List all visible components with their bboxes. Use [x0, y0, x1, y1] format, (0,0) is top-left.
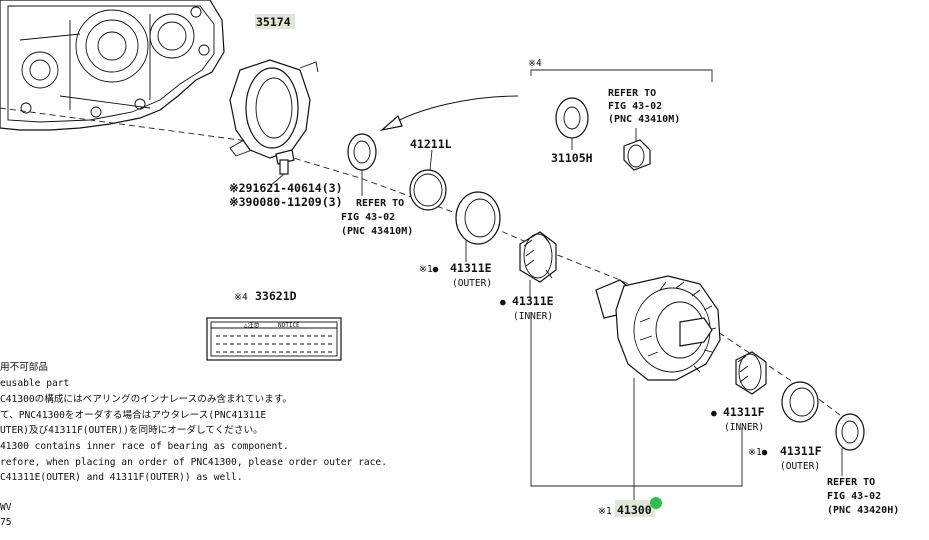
- refer-to-1-line2[interactable]: FIG 43-02: [341, 212, 395, 223]
- mark-41311F-outer: ※1●: [748, 447, 768, 458]
- note-line-10: 75: [0, 517, 12, 528]
- differential-case-41300: [595, 275, 721, 381]
- highlight-35174: [255, 14, 295, 29]
- mark-41300: ※1: [598, 506, 612, 517]
- sub-41311F-inner: (INNER): [724, 422, 764, 433]
- note-line-4: て、PNC41300をオーダする場合はアウタレース(PNC41311E: [0, 409, 266, 421]
- refer-to-2-line1[interactable]: REFER TO: [608, 88, 656, 99]
- outer-race-41311E: [455, 191, 501, 262]
- group-bracket: [530, 69, 713, 82]
- bushing-icon: [623, 128, 651, 171]
- refer-to-3-line1[interactable]: REFER TO: [827, 477, 875, 488]
- sub-41311F-outer: (OUTER): [780, 461, 820, 472]
- plate-header-right: NOTICE: [278, 322, 300, 329]
- refer-to-1-line1[interactable]: REFER TO: [356, 198, 404, 209]
- mark-41311E-outer: ※1●: [419, 264, 439, 275]
- part-number-35174[interactable]: 35174: [256, 15, 291, 29]
- plate-header-left: △注意: [244, 321, 260, 329]
- note-line-7: refore, when placing an order of PNC4130…: [0, 457, 387, 468]
- outer-race-41311F: [781, 381, 819, 423]
- note-line-9: WV: [0, 502, 12, 513]
- assembly-bracket: [530, 312, 743, 487]
- bolt-part-number-1[interactable]: ※291621-40614(3): [229, 181, 343, 195]
- part-number-41300[interactable]: 41300: [617, 503, 652, 517]
- part-number-41211L[interactable]: 41211L: [410, 137, 452, 151]
- note-line-5: UTER)及び41311F(OUTER))を同時にオーダしてください。: [0, 424, 263, 436]
- arrow-head-icon: [379, 114, 403, 132]
- refer-to-1-line3[interactable]: (PNC 43410M): [341, 226, 413, 237]
- part-number-41311E-outer[interactable]: 41311E: [450, 261, 492, 275]
- note-line-3: C41300の構成にはベアリングのインナレースのみ含まれています。: [0, 393, 292, 405]
- oil-seal-31105H: [555, 97, 589, 150]
- mark-41311F-inner: ●: [711, 408, 717, 419]
- relation-arrow: [391, 95, 519, 125]
- note-line-8: C41311E(OUTER) and 41311F(OUTER)) as wel…: [0, 472, 243, 483]
- inner-bearing-41311E: [519, 231, 557, 298]
- note-line-1: 用不可部品: [0, 361, 48, 373]
- mark-41311E-inner: ●: [500, 297, 506, 308]
- refer-to-3-line2[interactable]: FIG 43-02: [827, 491, 881, 502]
- inner-bearing-41311F: [735, 351, 767, 395]
- sub-41311E-inner: (INNER): [513, 311, 553, 322]
- refer-to-3-line3[interactable]: (PNC 43420H): [827, 505, 899, 516]
- bolt-icon: [269, 149, 295, 187]
- note-line-2: eusable part: [0, 378, 69, 389]
- group-mark-4: ※4: [528, 58, 542, 69]
- selected-badge-icon: [650, 497, 662, 509]
- part-number-41311E-inner[interactable]: 41311E: [512, 294, 554, 308]
- transaxle-housing-illustration: [0, 0, 225, 131]
- refer-to-2-line2[interactable]: FIG 43-02: [608, 101, 662, 112]
- part-number-41311F-inner[interactable]: 41311F: [723, 405, 765, 419]
- oil-seal-ring-right: [835, 413, 865, 476]
- bolt-part-number-2[interactable]: ※390080-11209(3): [229, 195, 343, 209]
- bearing-retainer-35174: [229, 59, 319, 159]
- part-number-41311F-outer[interactable]: 41311F: [780, 444, 822, 458]
- notice-label-plate: △注意 NOTICE: [206, 317, 342, 361]
- mark-33621D: ※4: [234, 292, 248, 303]
- highlight-41300: [615, 500, 655, 517]
- refer-to-2-line3[interactable]: (PNC 43410M): [608, 114, 680, 125]
- part-number-31105H[interactable]: 31105H: [551, 151, 593, 165]
- oil-seal-ring-left: [347, 133, 377, 196]
- note-line-6: 41300 contains inner race of bearing as …: [0, 441, 289, 452]
- shim-41211L: [409, 149, 447, 211]
- part-number-33621D[interactable]: 33621D: [255, 289, 297, 303]
- sub-41311E-outer: (OUTER): [452, 278, 492, 289]
